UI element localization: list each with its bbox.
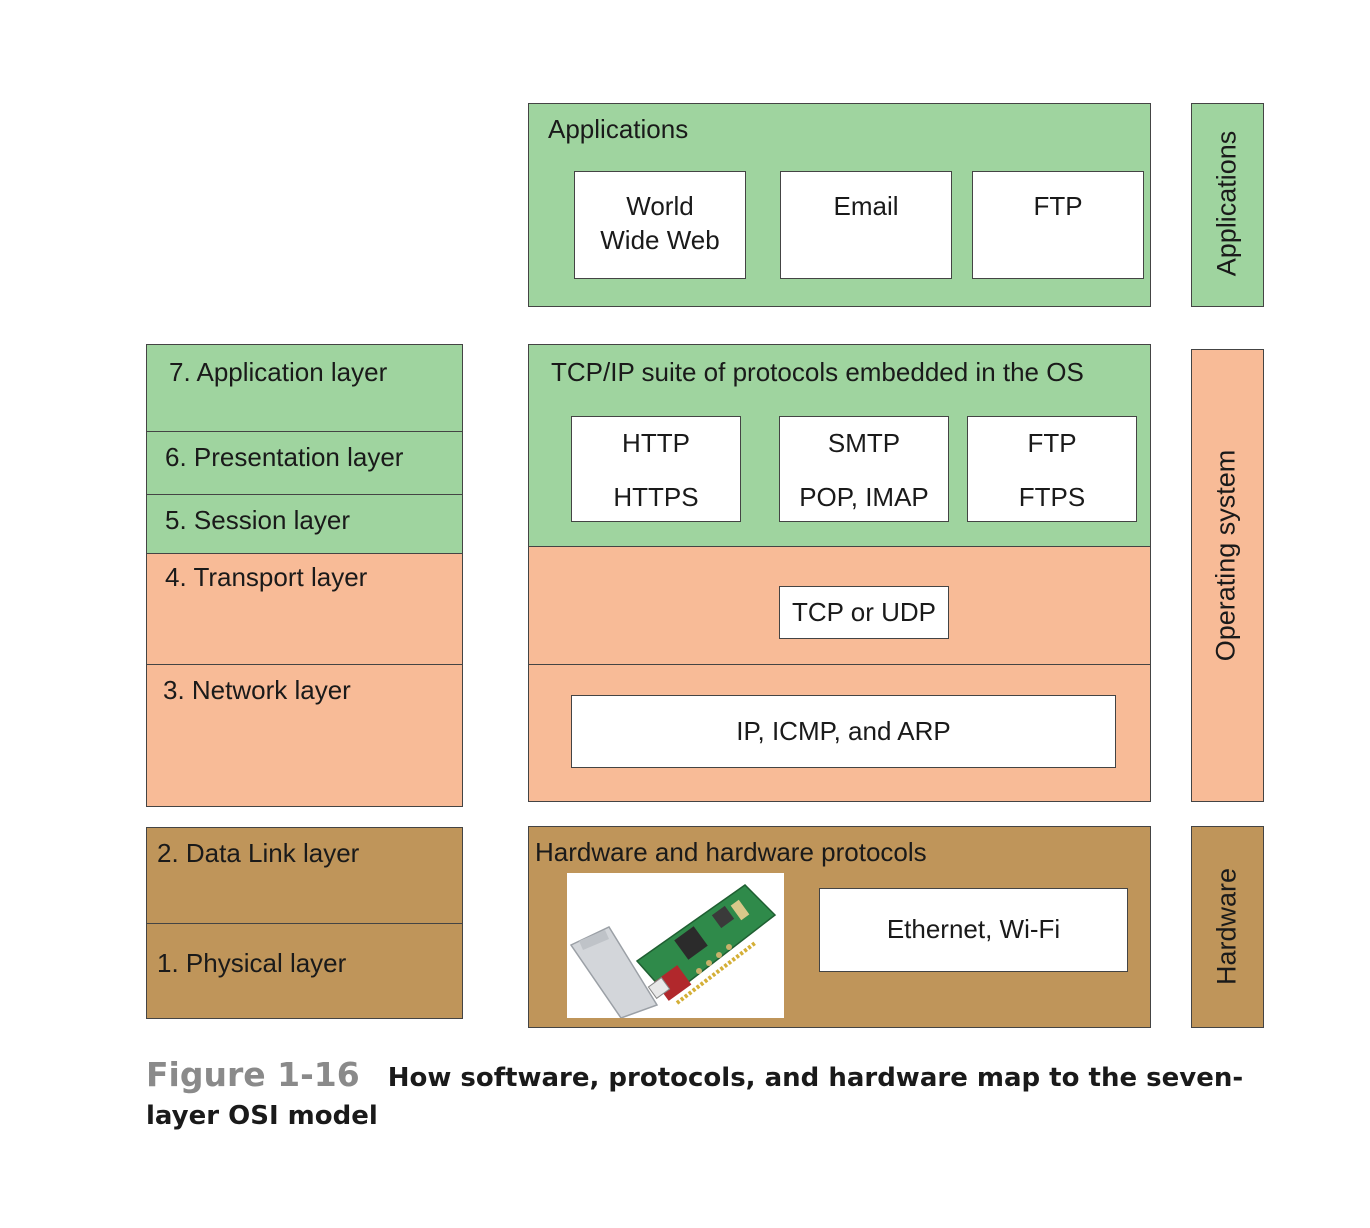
protocol-box-ftp: FTP FTPS <box>967 416 1137 522</box>
osi-layer-3: 3. Network layer <box>146 664 463 807</box>
osi-layer-2: 2. Data Link layer <box>146 827 463 924</box>
app-box-ftp-label: FTP <box>1033 191 1083 221</box>
protocol-ftp: FTP <box>1027 428 1077 458</box>
link-protocols-box: Ethernet, Wi-Fi <box>819 888 1128 972</box>
protocol-http: HTTP <box>622 428 690 458</box>
osi-layer-3-label: 3. Network layer <box>163 675 351 705</box>
network-box: IP, ICMP, and ARP <box>571 695 1116 768</box>
osi-layer-6-label: 6. Presentation layer <box>165 442 404 472</box>
network-card-image <box>567 873 784 1019</box>
side-bar-operating-system: Operating system <box>1191 349 1264 802</box>
osi-layer-1: 1. Physical layer <box>146 923 463 1019</box>
hardware-panel-title: Hardware and hardware protocols <box>535 837 927 867</box>
side-label-hardware: Hardware <box>1211 867 1242 986</box>
transport-box: TCP or UDP <box>779 586 949 639</box>
protocol-ftps: FTPS <box>1018 482 1086 513</box>
app-box-email-label: Email <box>833 191 899 221</box>
side-bar-hardware: Hardware <box>1191 826 1264 1028</box>
side-label-os: Operating system <box>1210 449 1241 662</box>
protocol-box-smtp: SMTP POP, IMAP <box>779 416 949 522</box>
app-box-www-line2: Wide Web <box>600 224 720 255</box>
tcpip-panel-title: TCP/IP suite of protocols embedded in th… <box>551 357 1084 387</box>
osi-layer-7-label: 7. Application layer <box>169 357 388 387</box>
app-box-www-line1: World <box>626 191 694 221</box>
osi-layer-5: 5. Session layer <box>146 494 463 554</box>
osi-layer-5-label: 5. Session layer <box>165 505 350 535</box>
protocol-pop-imap: POP, IMAP <box>799 482 929 513</box>
protocol-https: HTTPS <box>613 482 699 513</box>
app-box-email: Email <box>780 171 952 279</box>
osi-layer-7: 7. Application layer <box>146 344 463 432</box>
osi-layer-4: 4. Transport layer <box>146 553 463 665</box>
protocol-box-http: HTTP HTTPS <box>571 416 741 522</box>
figure-number: Figure 1-16 <box>146 1055 360 1094</box>
app-box-www: World Wide Web <box>574 171 746 279</box>
figure-caption-text: How software, protocols, and hardware ma… <box>146 1063 1244 1131</box>
side-label-applications: Applications <box>1211 130 1242 277</box>
osi-layer-6: 6. Presentation layer <box>146 431 463 495</box>
protocol-smtp: SMTP <box>827 428 901 458</box>
osi-layer-1-label: 1. Physical layer <box>157 948 347 978</box>
app-box-ftp: FTP <box>972 171 1144 279</box>
osi-layer-4-label: 4. Transport layer <box>165 562 368 592</box>
side-bar-applications: Applications <box>1191 103 1264 307</box>
applications-panel-title: Applications <box>548 114 689 144</box>
osi-layer-2-label: 2. Data Link layer <box>157 838 360 868</box>
network-card-illustration <box>569 884 777 1019</box>
